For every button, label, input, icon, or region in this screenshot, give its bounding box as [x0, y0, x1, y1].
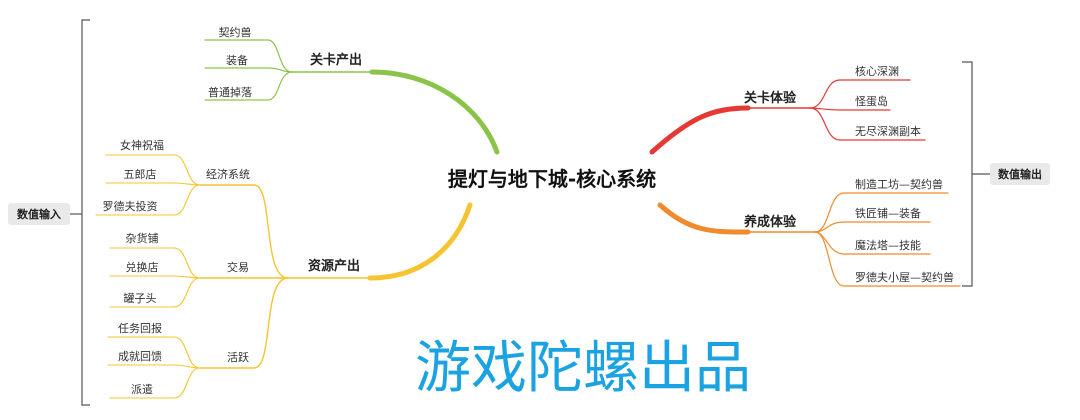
level-output-item: 装备 [226, 53, 248, 67]
branch-growth-experience [657, 192, 961, 287]
growth-experience-item: 铁匠铺—装备 [855, 206, 921, 220]
branch-level-experience [649, 79, 926, 155]
growth-experience-item: 魔法塔—技能 [855, 238, 921, 252]
resource-item: 罗德夫投资 [103, 199, 158, 213]
level-output-item: 契约兽 [219, 25, 252, 39]
branch-resource-output-label: 资源产出 [308, 258, 360, 274]
branch-growth-experience-label: 养成体验 [743, 214, 797, 230]
input-bracket: 数值输入 [8, 19, 90, 406]
resource-item: 五郎店 [124, 167, 157, 181]
resource-item: 女神祝福 [120, 138, 164, 152]
branch-resource-output [95, 154, 473, 399]
growth-experience-item: 罗德夫小屋—契约兽 [855, 270, 954, 284]
growth-experience-item: 制造工坊—契约兽 [855, 177, 943, 191]
branch-level-output [204, 39, 500, 155]
central-topic: 提灯与地下城-核心系统 [448, 167, 656, 191]
resource-item: 任务回报 [118, 321, 162, 335]
resource-group-label: 经济系统 [206, 167, 250, 181]
output-bracket-label: 数值输出 [998, 167, 1042, 181]
resource-item: 杂货铺 [126, 231, 159, 245]
branch-level-experience-label: 关卡体验 [744, 90, 797, 106]
input-bracket-label: 数值输入 [17, 207, 61, 221]
level-experience-item: 无尽深渊副本 [855, 124, 921, 138]
watermark-text: 游戏陀螺出品 [415, 336, 751, 401]
output-bracket: 数值输出 [962, 61, 1050, 287]
resource-item: 罐子头 [124, 292, 157, 305]
resource-item: 成就回馈 [118, 349, 162, 363]
level-output-item: 普通掉落 [208, 85, 252, 99]
level-experience-item: 核心深渊 [855, 64, 899, 78]
resource-group-label: 活跃 [227, 350, 249, 364]
resource-item: 派遣 [131, 382, 153, 396]
level-experience-item: 怪蛋岛 [855, 94, 888, 108]
resource-group-label: 交易 [227, 260, 249, 274]
branch-level-output-label: 关卡产出 [310, 52, 362, 68]
resource-item: 兑换店 [126, 260, 159, 274]
